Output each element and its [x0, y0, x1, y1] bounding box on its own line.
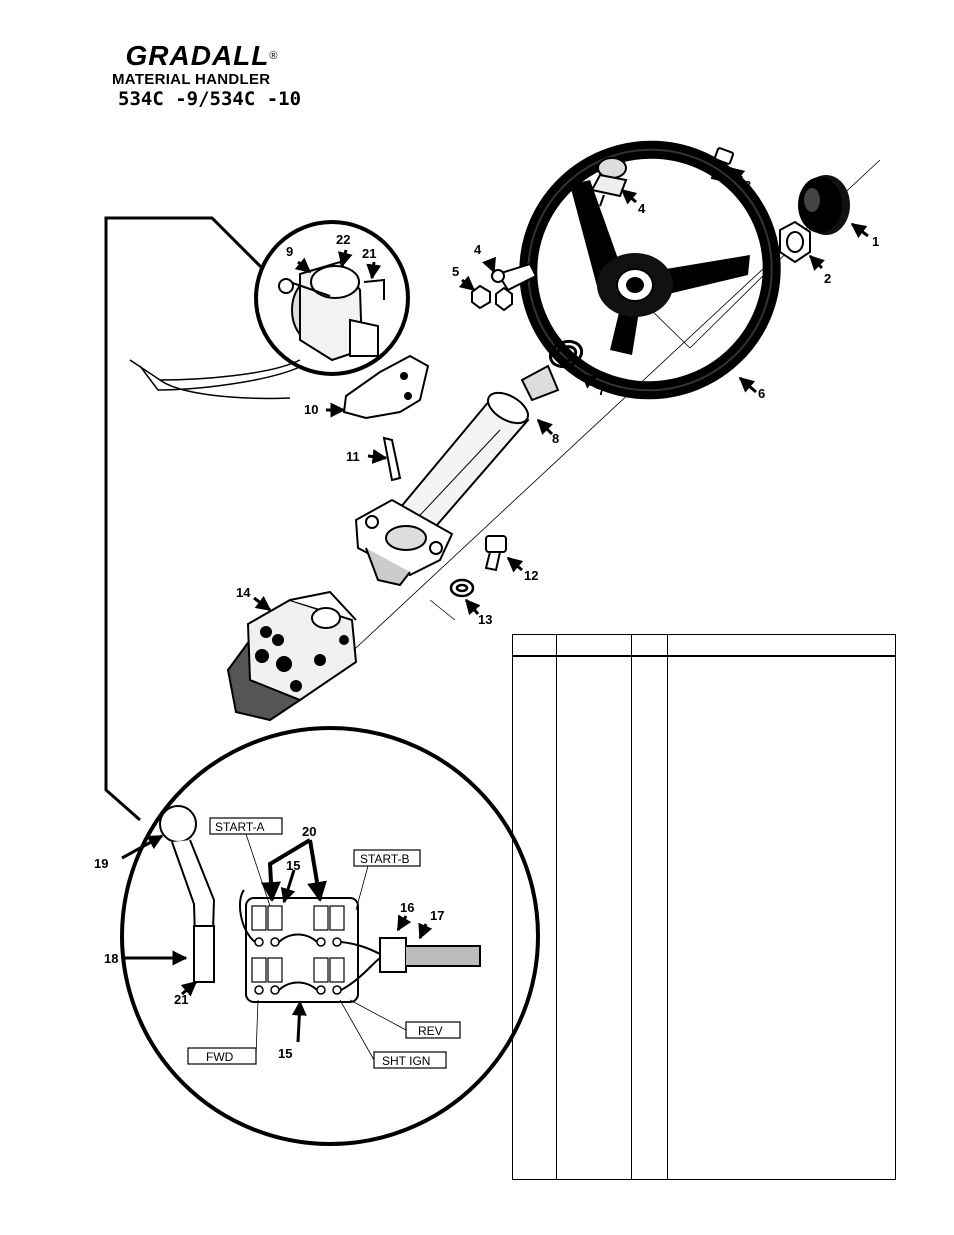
- directional-switch-detail: [120, 726, 540, 1146]
- seal-ring: [548, 339, 584, 369]
- callout-6: 6: [758, 386, 765, 401]
- callout-3: 3: [744, 178, 751, 193]
- callout-14: 14: [236, 585, 251, 600]
- table-column-divider: [556, 635, 557, 1179]
- callout-15-bottom: 15: [278, 1046, 292, 1061]
- table-column-divider: [631, 635, 632, 1179]
- callout-9: 9: [286, 244, 293, 259]
- tag-start-a: START-A: [215, 820, 265, 834]
- washer: [449, 578, 475, 598]
- callout-20: 20: [302, 824, 316, 839]
- steering-control-unit: [226, 590, 358, 722]
- callout-11: 11: [346, 449, 360, 464]
- callout-arrows: [121, 166, 869, 1043]
- tag-sht-ign: SHT IGN: [382, 1054, 430, 1068]
- callout-15-top: 15: [286, 858, 300, 873]
- callout-2: 2: [824, 271, 831, 286]
- callout-22: 22: [336, 232, 350, 247]
- callout-10: 10: [304, 402, 318, 417]
- hex-nut: [779, 220, 811, 264]
- callout-4-spinner: 4: [638, 201, 646, 216]
- mounting-bolt: [484, 535, 507, 572]
- horn-switch-detail: [254, 220, 410, 376]
- callout-20-arrows: [261, 838, 327, 902]
- wire-tag-labels: START-A START-B REV SHT IGN FWD: [206, 820, 443, 1068]
- callout-21-top: 21: [362, 246, 376, 261]
- detail-leader-line: [104, 216, 264, 822]
- model-numbers: 534C -9/534C -10: [118, 88, 302, 110]
- table-column-divider: [667, 635, 668, 1179]
- steering-column: [354, 364, 560, 587]
- tag-start-b-box: [353, 849, 421, 867]
- callout-numbers: 1 2 3 4 4 5 6 7 8 9 22 21 10 11 12 13 14…: [94, 178, 879, 1061]
- parts-table-header: [513, 635, 895, 657]
- callout-1: 1: [872, 234, 879, 249]
- callout-12: 12: [524, 568, 538, 583]
- knob-cap: [798, 175, 850, 235]
- callout-8: 8: [552, 431, 559, 446]
- product-line: MATERIAL HANDLER: [112, 71, 271, 88]
- callout-5: 5: [452, 264, 459, 279]
- callout-16: 16: [400, 900, 414, 915]
- switch-wires: [129, 359, 303, 400]
- brand-name: GRADALL®: [125, 40, 279, 71]
- parts-list-table: [512, 634, 896, 1180]
- callout-17: 17: [430, 908, 444, 923]
- callout-19: 19: [94, 856, 108, 871]
- wire-tags: [187, 817, 461, 1069]
- tag-fwd: FWD: [206, 1050, 234, 1064]
- callout-13: 13: [478, 612, 492, 627]
- callout-18: 18: [104, 951, 118, 966]
- tag-rev: REV: [418, 1024, 443, 1038]
- callout-4-bracket: 4: [474, 242, 482, 257]
- gradall-logo: GRADALL® MATERIAL HANDLER 534C -9/534C -…: [112, 40, 302, 111]
- spinner-bracket: [471, 262, 538, 312]
- tag-start-b: START-B: [360, 852, 410, 866]
- callout-7: 7: [598, 383, 605, 398]
- switch-bracket: [342, 354, 430, 482]
- spinner-knob: [590, 157, 628, 207]
- callout-21-bottom: 21: [174, 992, 188, 1007]
